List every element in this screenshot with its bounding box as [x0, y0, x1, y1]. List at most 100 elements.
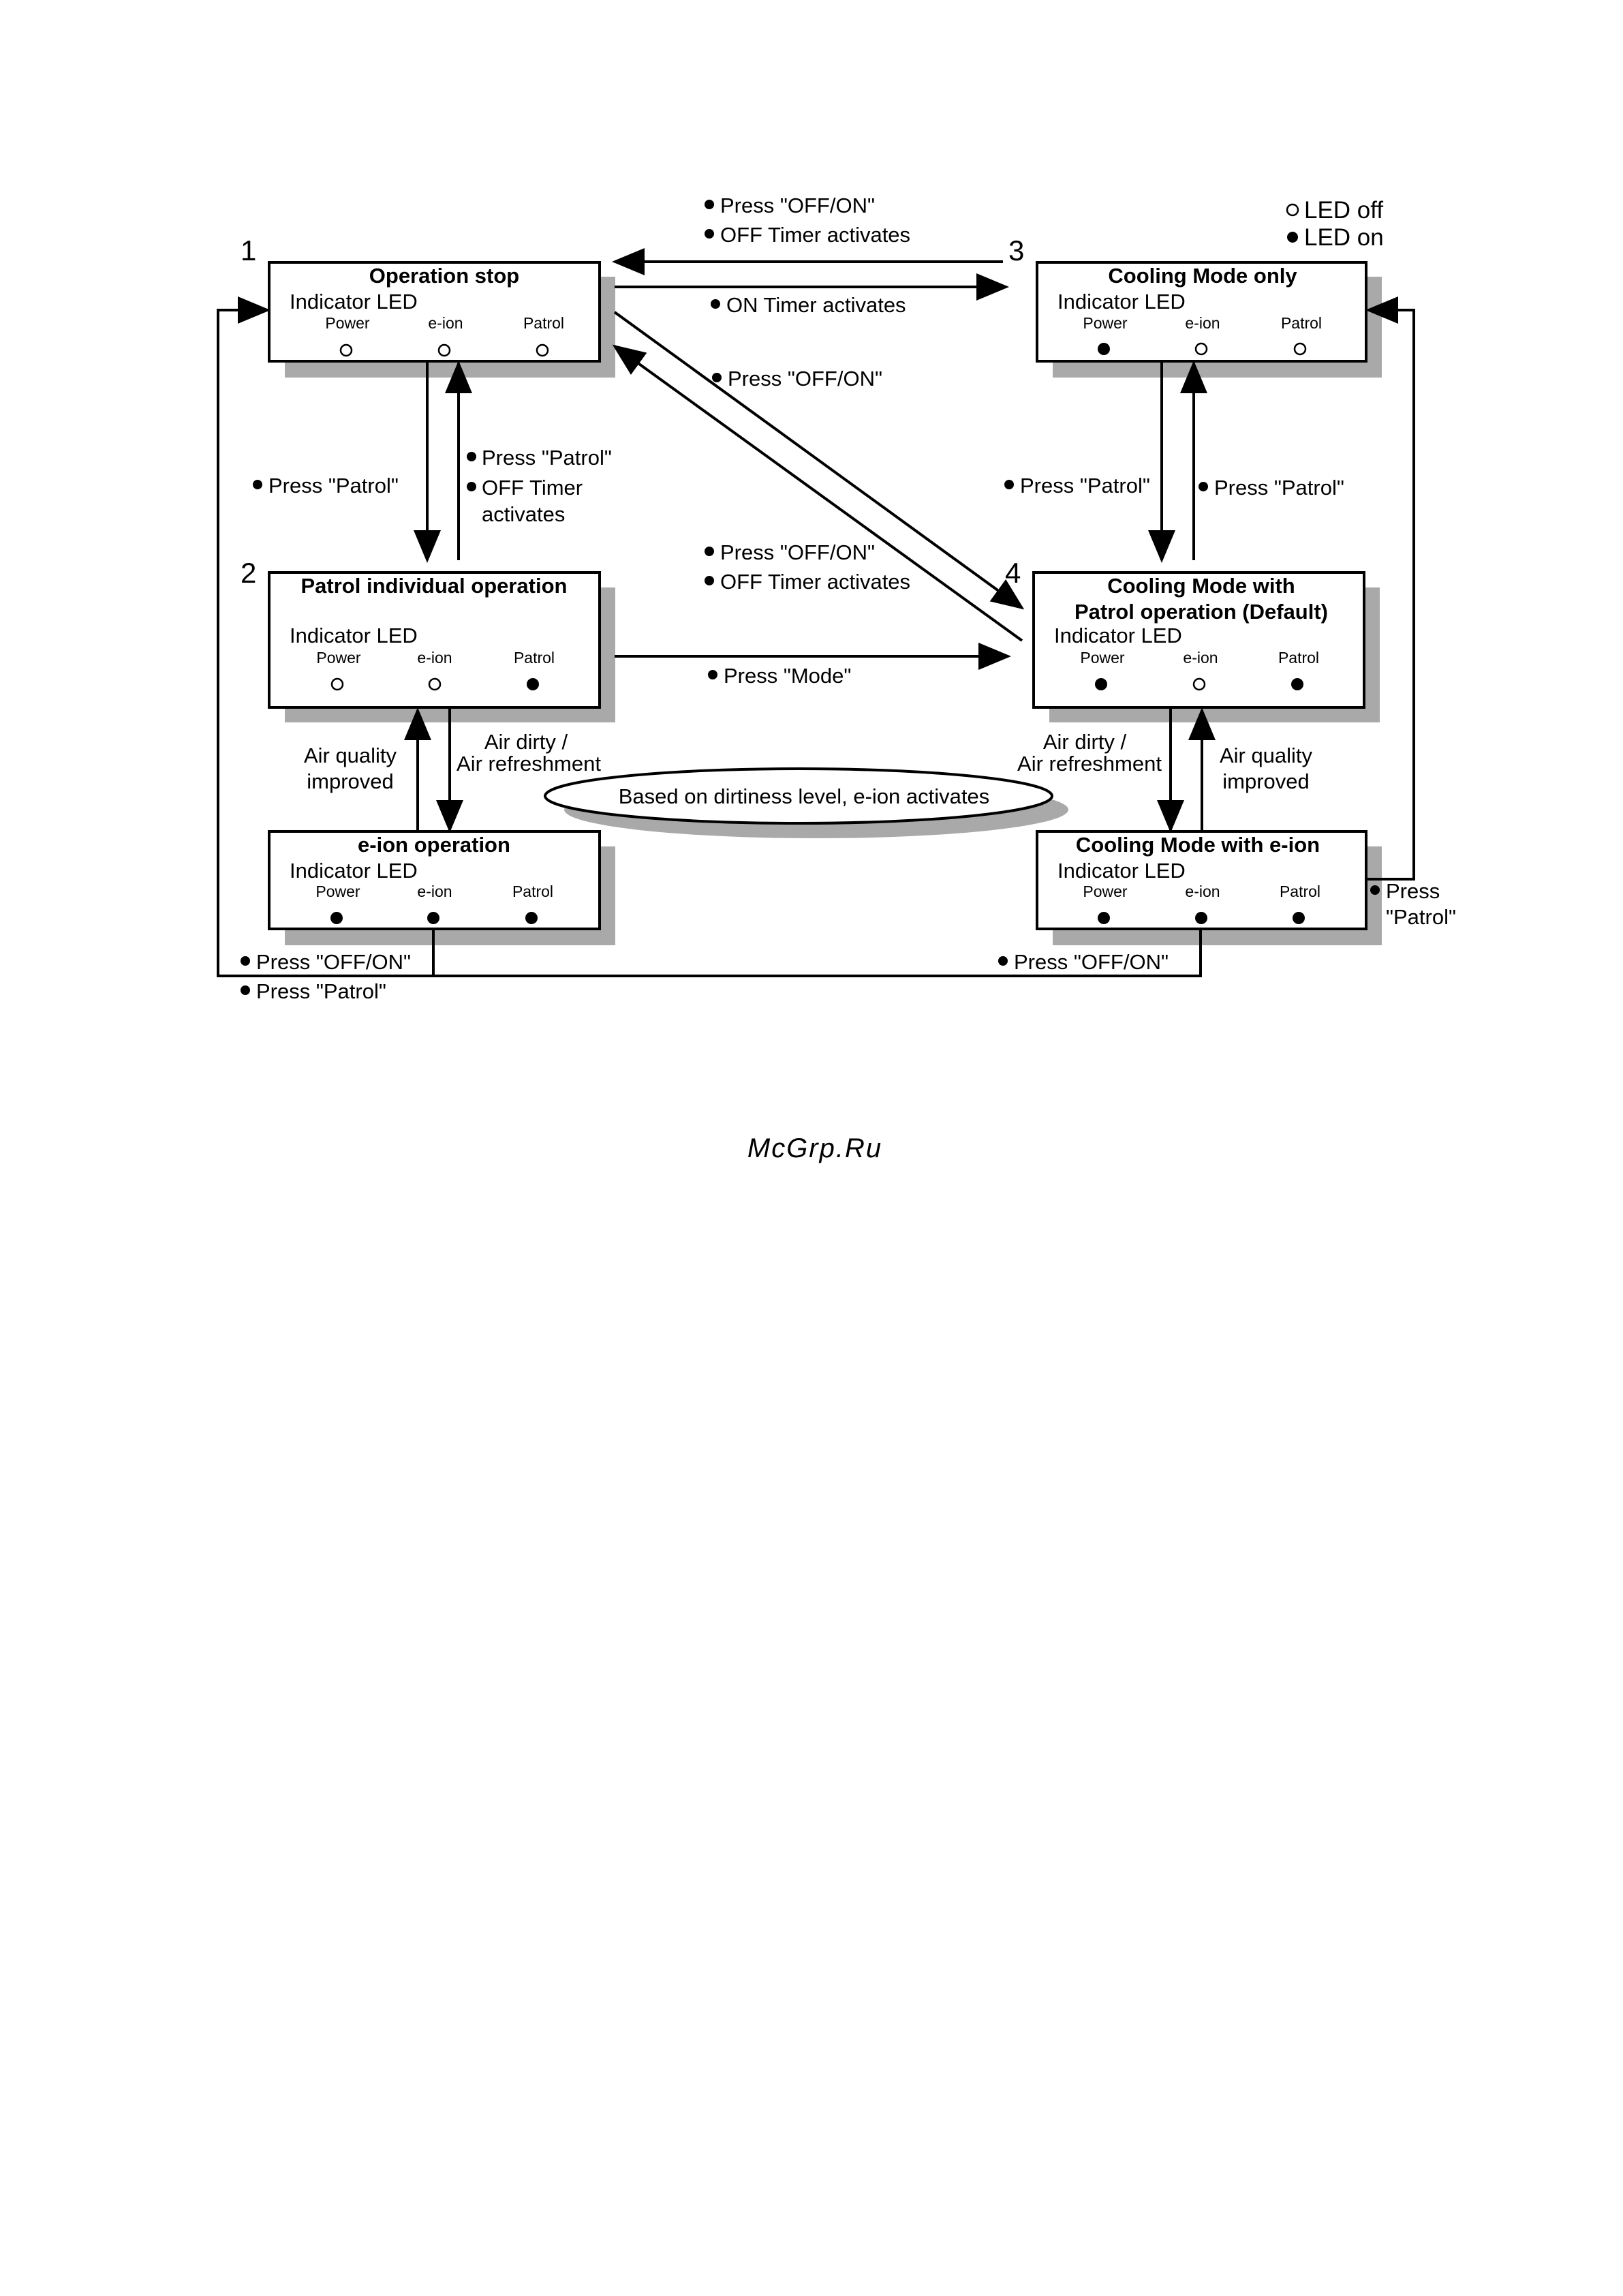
- state-2-led-name-power: Power: [316, 649, 361, 667]
- state-2-led-name-eion: e-ion: [417, 649, 452, 667]
- state-1-title: Operation stop: [369, 264, 519, 288]
- state-4-led-name-power: Power: [1080, 649, 1125, 667]
- state-5-patrol-led-icon: [525, 912, 538, 924]
- bullet-icon: [705, 229, 714, 239]
- transition-labels: Press "OFF/ON" OFF Timer activates ON Ti…: [241, 194, 1456, 1003]
- dirtiness-note: Based on dirtiness level, e-ion activate…: [544, 767, 1068, 838]
- state-2-patrol-individual: 2 Patrol individual operation Indicator …: [241, 557, 615, 722]
- legend: LED off LED on: [1286, 197, 1384, 251]
- state-6-patrol-led-icon: [1293, 912, 1305, 924]
- state-6-eion-led-icon: [1195, 912, 1207, 924]
- label-4-to-6-line1: Air dirty /: [1043, 730, 1127, 754]
- state-5-led-label: Indicator LED: [290, 859, 418, 883]
- label-4-to-1-line1: Press "OFF/ON": [720, 540, 875, 564]
- state-3-cooling-only: 3 Cooling Mode only Indicator LED Power …: [1008, 234, 1382, 378]
- state-6-led-name-patrol: Patrol: [1280, 883, 1320, 900]
- bullet-icon: [241, 956, 250, 966]
- state-6-power-led-icon: [1098, 912, 1110, 924]
- label-3-to-1-line1: Press "OFF/ON": [720, 194, 875, 217]
- state-6-led-label: Indicator LED: [1057, 859, 1186, 883]
- label-6-to-3-line1: Press: [1386, 879, 1440, 903]
- state-4-eion-led-icon: [1192, 677, 1206, 691]
- state-2-led-name-patrol: Patrol: [514, 649, 555, 667]
- legend-on-label: LED on: [1304, 224, 1384, 251]
- bullet-icon: [1004, 480, 1014, 489]
- label-4-to-3: Press "Patrol": [1214, 476, 1344, 500]
- state-4-led-label: Indicator LED: [1054, 624, 1182, 647]
- bullet-icon: [712, 373, 722, 382]
- arrow-1-to-4: [613, 311, 1025, 610]
- state-3-title: Cooling Mode only: [1108, 264, 1297, 288]
- state-1-eion-led-icon: [437, 343, 451, 357]
- state-3-led-label: Indicator LED: [1057, 290, 1186, 313]
- label-3-to-1-line2: OFF Timer activates: [720, 223, 910, 247]
- bullet-icon: [705, 547, 714, 556]
- bullet-icon: [998, 956, 1008, 966]
- label-4-to-1-line2: OFF Timer activates: [720, 570, 910, 594]
- state-4-number: 4: [1005, 557, 1021, 589]
- led-off-legend-icon: [1286, 203, 1299, 217]
- state-4-power-led-icon: [1095, 678, 1107, 690]
- bullet-icon: [1370, 885, 1380, 895]
- label-2-to-5-line1: Air dirty /: [484, 730, 568, 754]
- label-4-to-6-line2: Air refreshment: [1017, 752, 1162, 776]
- state-4-patrol-led-icon: [1291, 678, 1303, 690]
- label-2-to-4: Press "Mode": [724, 664, 851, 688]
- label-bottom-left-line2: Press "Patrol": [256, 979, 386, 1003]
- bullet-icon: [705, 576, 714, 585]
- bullet-icon: [467, 482, 476, 491]
- label-2-to-5-line2: Air refreshment: [457, 752, 601, 776]
- label-3-to-4: Press "Patrol": [1020, 474, 1150, 498]
- arrow-4-to-1: [612, 344, 1023, 642]
- state-4-cooling-patrol-default: 4 Cooling Mode with Patrol operation (De…: [1005, 557, 1380, 722]
- dirtiness-note-text: Based on dirtiness level, e-ion activate…: [619, 784, 990, 808]
- state-3-patrol-led-icon: [1293, 342, 1307, 356]
- state-4-title-line1: Cooling Mode with: [1107, 574, 1295, 598]
- state-1-led-name-patrol: Patrol: [523, 314, 564, 332]
- state-1-led-label: Indicator LED: [290, 290, 418, 313]
- bullet-icon: [708, 670, 717, 679]
- label-2-to-1-line1: Press "Patrol": [482, 446, 612, 470]
- arrow-6-to-1: [433, 930, 1202, 977]
- label-1-to-4: Press "OFF/ON": [728, 367, 882, 391]
- state-2-title: Patrol individual operation: [301, 574, 568, 598]
- state-1-number: 1: [241, 234, 256, 266]
- label-1-to-3: ON Timer activates: [726, 293, 906, 317]
- watermark: McGrp.Ru: [747, 1133, 882, 1163]
- label-bottom-right: Press "OFF/ON": [1014, 950, 1169, 974]
- state-6-cooling-eion: Cooling Mode with e-ion Indicator LED Po…: [1036, 830, 1382, 945]
- state-2-led-label: Indicator LED: [290, 624, 418, 647]
- bullet-icon: [467, 452, 476, 461]
- state-5-led-name-power: Power: [315, 883, 360, 900]
- legend-off-label: LED off: [1304, 197, 1383, 224]
- arrow-6-to-3: [1365, 296, 1415, 881]
- label-1-to-2: Press "Patrol": [268, 474, 399, 498]
- bullet-icon: [705, 200, 714, 209]
- state-1-led-name-eion: e-ion: [428, 314, 463, 332]
- state-5-led-name-patrol: Patrol: [512, 883, 553, 900]
- state-1-patrol-led-icon: [536, 343, 549, 357]
- state-4-led-name-eion: e-ion: [1183, 649, 1218, 667]
- state-2-patrol-led-icon: [527, 678, 539, 690]
- state-3-led-name-power: Power: [1083, 314, 1128, 332]
- state-3-led-name-patrol: Patrol: [1281, 314, 1322, 332]
- bullet-icon: [711, 299, 720, 309]
- label-2-to-1-line3: activates: [482, 502, 565, 526]
- state-5-title: e-ion operation: [358, 833, 510, 857]
- state-3-power-led-icon: [1098, 343, 1110, 355]
- label-6-to-3-line2: "Patrol": [1386, 905, 1456, 929]
- led-on-legend-icon: [1287, 232, 1298, 243]
- bullet-icon: [241, 985, 250, 995]
- label-5-to-2-line1: Air quality: [304, 744, 397, 767]
- state-3-number: 3: [1008, 234, 1024, 266]
- label-bottom-left-line1: Press "OFF/ON": [256, 950, 411, 974]
- bullet-icon: [253, 480, 262, 489]
- state-2-number: 2: [241, 557, 256, 589]
- state-1-operation-stop: 1 Operation stop Indicator LED Power e-i…: [241, 234, 615, 378]
- state-6-title: Cooling Mode with e-ion: [1076, 833, 1320, 857]
- state-2-power-led-icon: [330, 677, 344, 691]
- label-6-to-4-line1: Air quality: [1220, 744, 1313, 767]
- state-2-eion-led-icon: [428, 677, 442, 691]
- state-4-title-line2: Patrol operation (Default): [1075, 600, 1328, 624]
